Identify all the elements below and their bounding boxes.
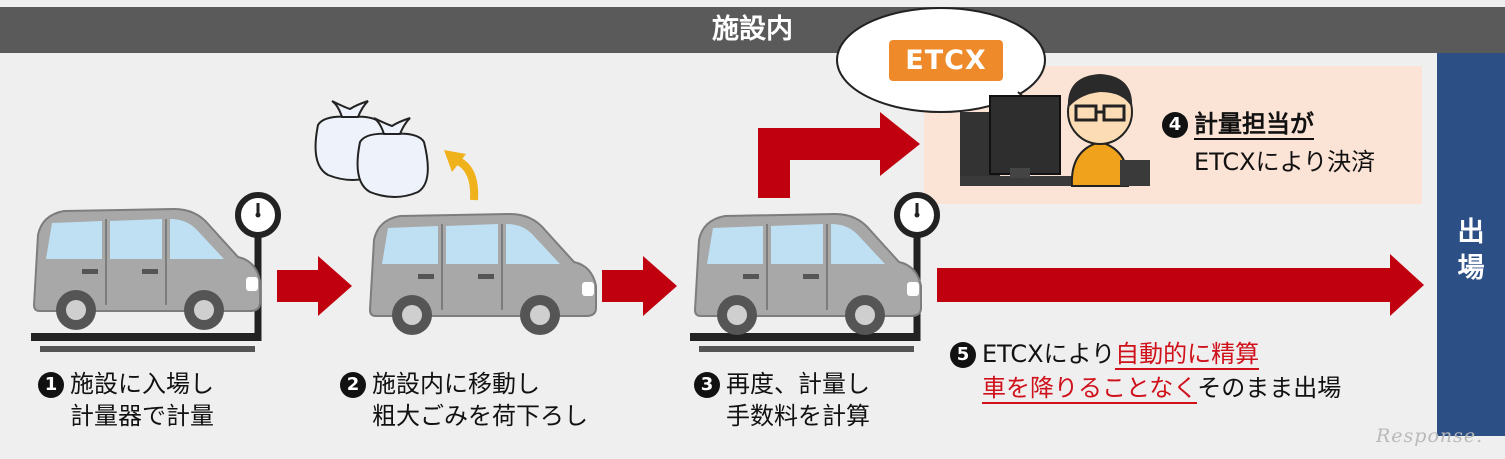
step-3-line2: 手数料を計算: [726, 402, 870, 430]
step-5-line2-highlight: 車を降りることなく: [982, 374, 1198, 404]
step-1-number: 1: [38, 372, 64, 398]
step-2-number: 2: [340, 372, 366, 398]
step-4-number: 4: [1162, 112, 1188, 138]
etcx-logo: ETCX: [889, 40, 1003, 81]
arrow-right-icon: [937, 254, 1424, 316]
step-3-line1: 再度、計量し: [726, 370, 870, 398]
step-5-number: 5: [950, 342, 976, 368]
car-icon: [33, 208, 261, 331]
step-5-line1-prefix: ETCXにより: [982, 340, 1116, 368]
curved-up-arrow-icon: [454, 156, 479, 201]
scale-gauge-icon: [238, 195, 278, 235]
header-bar: [0, 7, 1505, 53]
exit-label-line1: 出: [1457, 217, 1485, 248]
arrow-right-icon: [277, 256, 352, 316]
step-1-line2: 計量器で計量: [70, 402, 214, 430]
step-4-line2: ETCXにより決済: [1194, 148, 1376, 176]
arrow-right-icon: [602, 256, 677, 316]
step-3-number: 3: [694, 372, 720, 398]
elbow-arrow-icon: [758, 112, 920, 198]
watermark: Response.: [1376, 425, 1484, 447]
step-1-line1: 施設に入場し: [70, 370, 214, 398]
exit-label-line2: 場: [1457, 253, 1485, 284]
step-5-line1-highlight: 自動的に精算: [1115, 340, 1260, 370]
step-2-line2: 粗大ごみを荷下ろし: [372, 402, 588, 430]
step-4-line1: 計量担当が: [1194, 110, 1314, 140]
person-icon: [1067, 74, 1150, 187]
car-icon: [694, 213, 922, 336]
car-icon: [369, 213, 597, 336]
step-2-line1: 施設内に移動し: [372, 370, 540, 398]
step-5-line2-suffix: そのまま出場: [1197, 374, 1342, 402]
computer-monitor-icon: [960, 95, 1080, 186]
scale-gauge-icon: [897, 195, 937, 235]
exit-label: 出 場: [1437, 215, 1505, 287]
header-title: 施設内: [712, 14, 793, 45]
exit-bar: [1437, 53, 1505, 436]
